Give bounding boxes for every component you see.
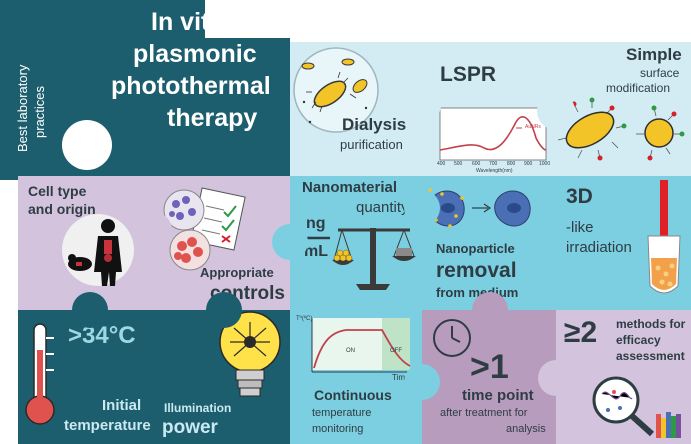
surface-label-3: modification [606,81,671,95]
monitoring-time-label: Time [392,373,410,382]
cell-label-1: Cell type [28,183,87,199]
removal-label-1: Nanoparticle [436,241,515,256]
temperature-label-1: Initial [102,397,142,414]
title-knob-bottom [62,120,112,170]
lspr-legend: AuNRs [525,124,541,130]
dialysis-tile: Dialysis purification [290,42,422,176]
monitoring-on-label: ON [346,348,355,354]
unit-numerator: ng [306,215,326,232]
temperature-tile: >34°C Initial temperature [18,310,154,444]
title-line-4: therapy [167,104,258,132]
dialysis-label-2: purification [340,137,403,152]
lspr-xtick-700: 700 [489,161,498,167]
methods-label-3: assessment [616,349,685,363]
removal-tile: Nanoparticle removal from medium [422,176,556,310]
lspr-xtick-500: 500 [454,161,463,167]
timepoint-tile: >1 time point after treatment for analys… [422,310,556,444]
lspr-xlabel: Wavelength(nm) [476,168,513,174]
nanomaterial-label-2: quantity [356,199,409,216]
unit-denominator: mL [304,243,328,260]
knob-timepoint-methods [538,360,574,396]
controls-tile: Appropriate controls [154,176,290,310]
timepoint-label-1: time point [462,387,534,404]
cell-washing-illustration [426,188,531,228]
monitoring-label-2: temperature [312,407,372,419]
thermometer-icon [25,323,55,425]
lspr-xtick-800: 800 [507,161,516,167]
methods-tile: ≥2 methods for efficacy assessment [556,310,691,444]
surface-label-1: Simple [626,45,682,64]
magnifier-and-books-illustration [592,376,681,438]
lspr-xtick-900: 900 [524,161,533,167]
timepoint-label-2: after treatment for [440,407,528,419]
temperature-curve-plot [311,318,412,373]
dialysis-label-1: Dialysis [342,115,407,134]
clock-icon [433,319,471,357]
title-line-3: photothermal [111,72,271,100]
monitoring-label-1: Continuous [314,387,392,403]
irradiation-tile: 3D -like irradiation [556,176,691,310]
knob-monitoring-timepoint [404,364,440,400]
surface-tile: Simple surface modification [556,42,691,176]
knob-controls-nanomaterial [272,224,308,260]
knob-dialysis-lspr [403,86,441,124]
methods-label-1: methods for [616,317,686,331]
laser-tube-illustration [647,180,681,294]
title-line-2: plasmonic [133,40,257,68]
temperature-label-2: temperature [64,417,151,434]
power-label-2: power [162,417,218,438]
monitoring-tile: Tº(ºC) ON OFF Time Continuous temperatur… [290,310,422,444]
irradiation-label-3: irradiation [566,239,632,256]
lspr-tile: LSPR AuNRs 400 500 600 700 800 900 1000 … [422,42,556,176]
methods-count: ≥2 [564,316,598,349]
monitoring-off-label: OFF [390,348,402,354]
methods-label-2: efficacy [616,333,661,347]
timepoint-count: >1 [470,348,509,386]
nanomaterial-tile: Nanomaterial quantity ng mL [290,176,422,310]
power-tile: Illumination power [154,310,290,444]
lspr-xtick-1000: 1000 [539,161,551,167]
functionalized-nanoparticles-illustration [557,97,685,161]
monitoring-label-3: monitoring [312,423,364,435]
cell-tile: Cell type and origin [18,176,154,310]
power-label-1: Illumination [164,401,232,415]
lspr-xtick-600: 600 [472,161,481,167]
cell-culture-and-checklist-illustration [163,187,246,271]
removal-label-2: removal [436,259,517,282]
lspr-title: LSPR [440,63,497,86]
knob-lspr-surface [537,92,575,130]
dialysis-illustration [293,47,379,133]
light-bulb-icon [219,311,281,397]
knob-cell-controls [136,212,172,248]
human-and-mouse-illustration [62,214,134,286]
knob-controls-power [206,292,242,328]
nanomaterial-label-1: Nanomaterial [302,179,398,196]
lspr-xtick-400: 400 [437,161,446,167]
lspr-spectrum-plot [439,107,547,161]
balance-scale-illustration [300,228,416,290]
controls-label-1: Appropriate [200,265,274,280]
knob-removal-irradiation [538,256,574,292]
monitoring-axis-label: Tº(ºC) [296,316,313,322]
title-side-line-2: practices [32,85,47,138]
knob-nanomaterial-removal [404,190,440,226]
temperature-threshold: >34°C [68,322,136,349]
timepoint-label-3: analysis [506,423,546,435]
surface-label-2: surface [640,66,680,80]
title-side-line-1: Best laboratory [15,64,30,152]
knob-removal-timepoint [472,292,508,328]
knob-cell-temperature [72,292,108,328]
irradiation-label-2: -like [566,219,594,236]
irradiation-label-1: 3D [566,185,593,208]
cell-label-2: and origin [28,201,96,217]
